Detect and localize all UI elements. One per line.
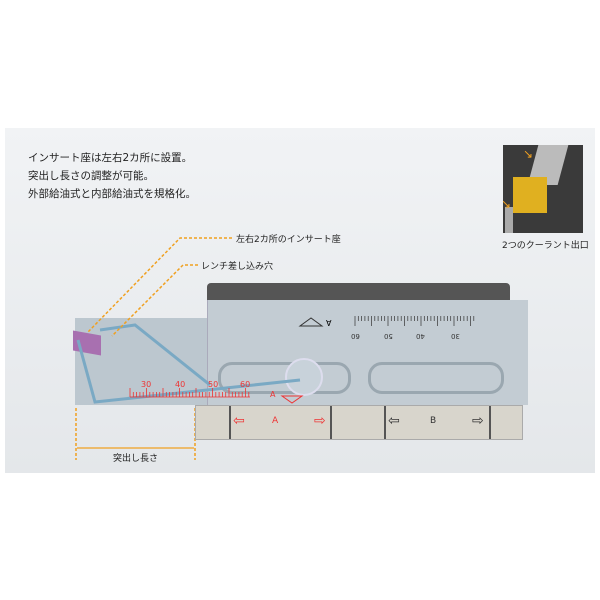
top-scale-label: 50 (384, 332, 393, 340)
desc-line-3: 外部給油式と内部給油式を規格化。 (28, 188, 196, 200)
red-scale-label: 30 (141, 380, 152, 389)
blade-body (207, 300, 528, 405)
triangle-marker-red (280, 395, 304, 404)
callout-wrench-hole: レンチ差し込み穴 (201, 262, 274, 272)
desc-line-2: 突出し長さの調整が可能。 (28, 170, 154, 182)
red-scale-ticks (129, 388, 250, 398)
slot-right (368, 362, 504, 394)
top-scale-label: 60 (351, 332, 360, 340)
segment-a-label: A (272, 416, 279, 426)
marker-a-red: A (270, 390, 276, 399)
arrow-icon: ↘ (523, 147, 534, 161)
leader-line-insert (87, 237, 232, 333)
slot-left (218, 362, 351, 394)
red-scale-label: 50 (208, 380, 219, 389)
coolant-channel (76, 339, 301, 404)
arrow-right-icon: ⇨ (472, 413, 484, 429)
callout-insert-seat: 左右2カ所のインサート座 (236, 235, 341, 245)
insert-image (513, 177, 547, 213)
coolant-outlet-photo: ↘ ↘ (503, 145, 583, 233)
dimension-label: 突出し長さ (113, 454, 159, 464)
triangle-marker-top (298, 317, 324, 327)
desc-line-1: インサート座は左右2カ所に設置。 (28, 152, 193, 164)
leader-line-wrench (111, 264, 198, 337)
arrow-left-icon: ⇦ (233, 413, 245, 429)
arrow-icon: ↘ (503, 197, 512, 211)
marker-a-top: A (326, 318, 332, 327)
top-scale-ticks (354, 316, 475, 326)
red-scale-label: 40 (175, 380, 186, 389)
arrow-right-icon: ⇨ (314, 413, 326, 429)
arrow-left-icon: ⇦ (388, 413, 400, 429)
coolant-channel (99, 323, 211, 387)
top-scale-label: 40 (416, 332, 425, 340)
wrench-hole (285, 358, 323, 396)
adjustment-strip: ⇦ ⇨ A ⇦ ⇨ B (195, 405, 523, 440)
clamp-top (207, 283, 510, 301)
inset-caption: 2つのクーラント出口 (502, 241, 589, 251)
segment-b-label: B (430, 416, 437, 426)
top-scale-label: 30 (451, 332, 460, 340)
red-scale-label: 60 (240, 380, 251, 389)
